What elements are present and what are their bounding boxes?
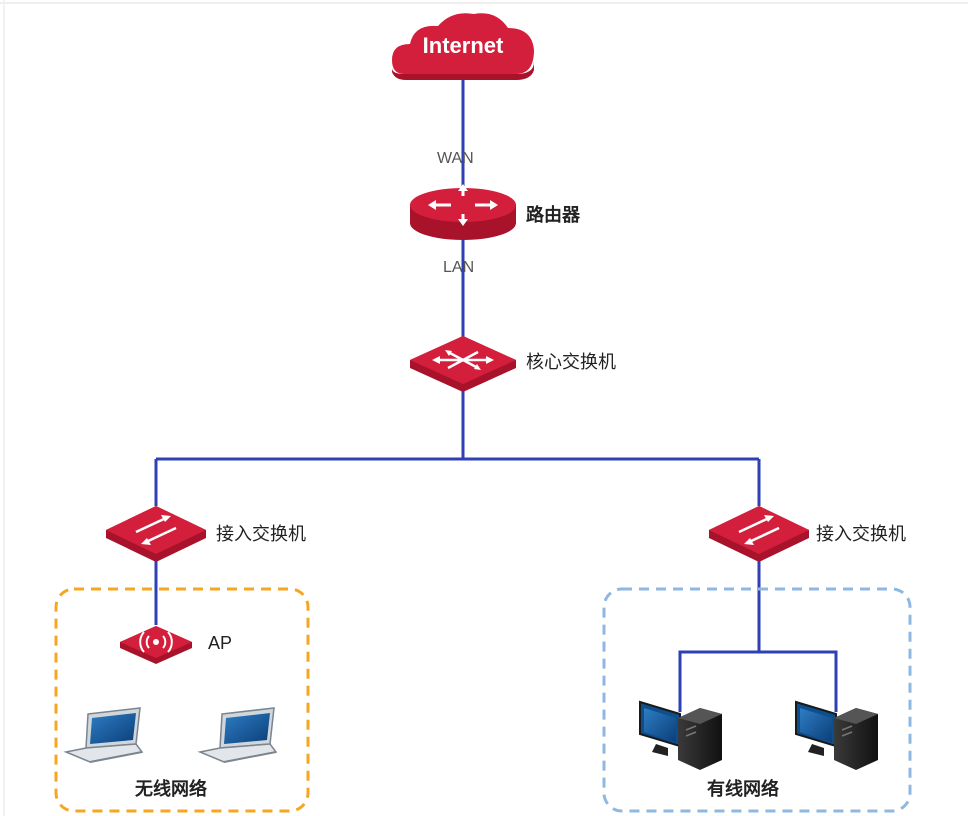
link-pc-branch [678,650,838,712]
wan-port-label: WAN [437,150,474,167]
internet-label: Internet [422,33,504,58]
access-switch-right-label: 接入交换机 [816,524,906,544]
cloud-icon [392,13,534,80]
wired-network-label: 有线网络 [707,779,779,799]
router-label: 路由器 [526,205,580,225]
desktop-computer-icon [795,700,878,770]
desktop-computer-icon [639,700,722,770]
core-switch-label: 核心交换机 [526,352,616,372]
laptop-icon [197,707,278,763]
core-switch-icon [410,336,516,392]
network-links [154,78,838,712]
wireless-network-label: 无线网络 [135,779,207,799]
access-point-icon [120,626,192,664]
wired-zone-border [602,587,912,813]
access-switch-left-icon [106,506,206,562]
router-icon [410,184,516,240]
lan-port-label: LAN [443,259,475,276]
access-switch-right-icon [709,506,809,562]
access-switch-left-label: 接入交换机 [216,524,306,544]
laptop-icon [63,707,144,763]
ap-label: AP [208,633,233,653]
wireless-zone-border [54,587,310,813]
